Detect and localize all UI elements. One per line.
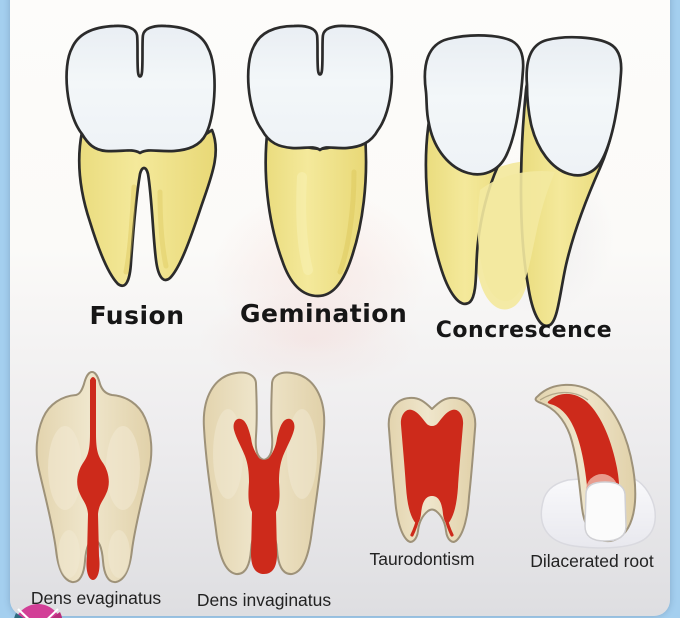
- dens-invaginatus-label: Dens invaginatus: [196, 590, 332, 610]
- dilacerated-root-illustration: [534, 383, 656, 549]
- dilacerated-root-label: Dilacerated root: [530, 551, 654, 571]
- fusion-label: Fusion: [89, 301, 185, 330]
- dens-evaginatus-illustration: [35, 371, 153, 584]
- dens-evaginatus-label: Dens evaginatus: [30, 588, 162, 608]
- concrescence-label: Concrescence: [435, 318, 613, 343]
- gemination-label: Gemination: [240, 299, 408, 328]
- dens-invaginatus-illustration: [202, 371, 326, 576]
- gemination-tooth-illustration: [246, 24, 394, 298]
- brand-logo: [14, 604, 63, 618]
- fusion-tooth-illustration: [65, 24, 218, 287]
- concrescence-teeth-illustration: [423, 34, 623, 328]
- taurodontism-illustration: [387, 396, 477, 543]
- taurodontism-label: Taurodontism: [369, 549, 475, 569]
